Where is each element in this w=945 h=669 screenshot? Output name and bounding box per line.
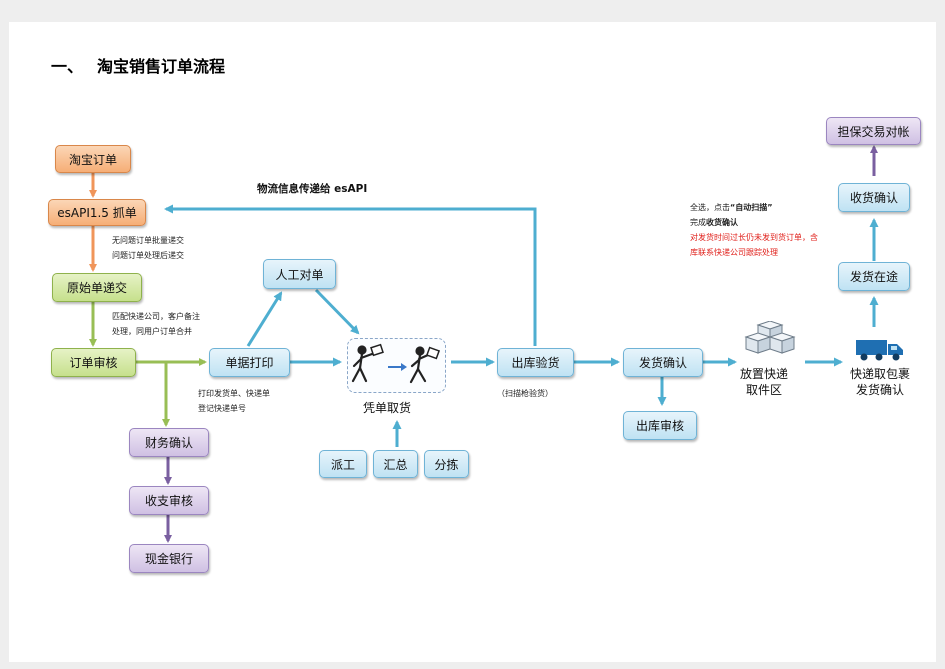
note-auto-scan: 全选，点击“自动扫描” 完成收货确认 对发货时间过长仍未发到货订单，含 库联系快… [690,203,818,257]
arrow-logistics-feedback [164,204,537,346]
label-pickup-area: 放置快递 取件区 [740,366,788,398]
delivery-truck-icon [856,340,903,361]
arrow-print-to-manual [246,291,283,347]
node-outbound-inspect[interactable]: 出库验货 [497,348,574,377]
node-order-review[interactable]: 订单审核 [51,348,136,377]
label-logistics-to-esapi: 物流信息传递给 esAPI [257,183,368,195]
node-outbound-review[interactable]: 出库审核 [623,411,697,440]
courier-pickup-line: 快递取包裹 发货确认 [850,367,911,397]
note-submit: 匹配快递公司，客户备注处理，同用户订单合并 [112,312,200,336]
node-finance-confirm[interactable]: 财务确认 [129,428,209,457]
label-pick-by-doc: 凭单取货 [363,401,412,415]
node-original-submit[interactable]: 原始单递交 [52,273,142,302]
node-ship-confirm[interactable]: 发货确认 [623,348,703,377]
note-inspect: （扫描枪验货） [497,389,553,398]
stacked-boxes-icon [744,321,796,354]
node-receipt-confirm[interactable]: 收货确认 [838,183,910,212]
node-income-review[interactable]: 收支审核 [129,486,209,515]
pickup-area-line: 放置快递 取件区 [740,367,789,397]
arrow-review-to-finance [160,360,170,427]
note-print: 打印发货单、快递单登记快递单号 [198,389,270,413]
node-sorting[interactable]: 分拣 [424,450,469,478]
node-esapi-grab[interactable]: esAPI1.5 抓单 [48,199,146,226]
node-dispatch[interactable]: 派工 [319,450,367,478]
node-taobao-order[interactable]: 淘宝订单 [55,145,131,173]
node-summary[interactable]: 汇总 [373,450,418,478]
note-esapi: 无问题订单批量递交问题订单处理后递交 [112,236,184,260]
arrow-manual-to-pick [314,288,360,335]
title-number: 一、 [51,57,84,76]
courier-figures-icon [351,343,441,384]
node-escrow-reconcile[interactable]: 担保交易对帐 [826,117,921,145]
node-doc-print[interactable]: 单据打印 [209,348,290,377]
node-manual-match[interactable]: 人工对单 [263,259,336,289]
label-courier-pickup: 快递取包裹 发货确认 [850,366,910,398]
node-cash-bank[interactable]: 现金银行 [129,544,209,573]
title-text: 淘宝销售订单流程 [97,57,226,76]
pick-illustration-frame [347,338,446,393]
node-in-transit[interactable]: 发货在途 [838,262,910,291]
page-title: 一、淘宝销售订单流程 [51,53,225,77]
